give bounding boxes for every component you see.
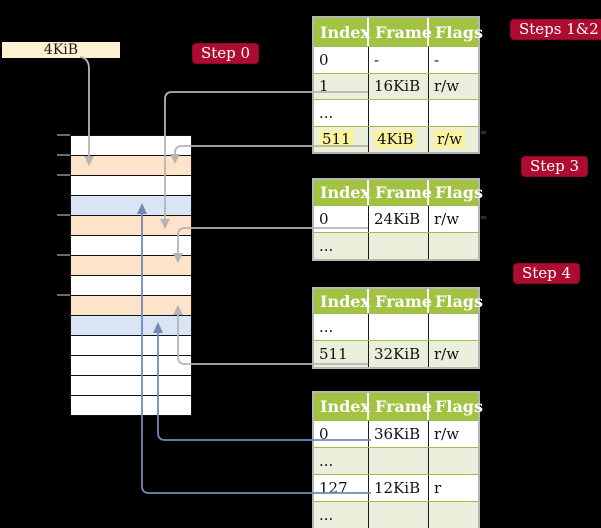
table-header-cell: Frame [369, 18, 432, 46]
step-4-badge: Step 4 [513, 263, 581, 284]
table-cell: 12KiB [369, 475, 429, 501]
table-header-cell: Index [314, 180, 370, 205]
table-row: ... [314, 99, 478, 126]
table-row: ... [314, 232, 478, 259]
table-header-cell: Flags [435, 291, 483, 311]
table-cell: - [434, 50, 440, 69]
steps-1-2-badge: Steps 1&2 [510, 19, 601, 40]
table-header-cell: Index [314, 18, 370, 46]
page-size-label: 4KiB [2, 42, 120, 58]
memory-row-peach [71, 216, 191, 236]
table-cell [429, 100, 478, 126]
highlighted-value: r/w [434, 130, 466, 149]
table-cell: r/w [434, 425, 460, 443]
table-cell: 0 [314, 47, 369, 73]
memory-row-white [71, 396, 191, 415]
table-header-cell: Flags [435, 397, 483, 416]
highlighted-value: 4KiB [374, 130, 417, 149]
table-cell: 16KiB [369, 73, 429, 99]
memory-row-white [71, 376, 191, 396]
table-cell [429, 233, 478, 259]
table-cell: ... [314, 314, 369, 340]
table-cell: - [369, 47, 429, 73]
step-0-badge: Step 0 [192, 43, 260, 64]
table-header-cell: Flags [435, 22, 483, 42]
table-cell: r/w [434, 77, 460, 96]
table-cell: ... [314, 502, 369, 528]
table-row: 0-- [314, 46, 478, 73]
table-cell [369, 233, 429, 259]
memory-row-white [71, 276, 191, 296]
table-header-cell: Index [314, 289, 370, 313]
table-cell [429, 448, 478, 474]
memory-row-white [71, 356, 191, 376]
table-cell: ... [314, 448, 369, 474]
table-cell: 127 [314, 475, 369, 501]
table-header-cell: Index [314, 393, 370, 420]
table-cell: 0 [314, 421, 369, 447]
table-header-cell: Flags [435, 183, 483, 202]
table-cell: ... [314, 100, 369, 126]
table-row: ... [314, 501, 478, 528]
table-header-cell: Frame [369, 180, 432, 205]
table-cell [429, 314, 478, 340]
table-cell [369, 502, 429, 528]
table-cell: r/w [434, 210, 460, 228]
table-cell: r [434, 479, 442, 497]
table-cell: 24KiB [369, 206, 429, 232]
table-cell: 511 [314, 341, 369, 367]
table-cell [369, 448, 429, 474]
table-cell: 1 [314, 73, 369, 99]
memory-row-peach [71, 256, 191, 276]
memory-row-blue [71, 196, 191, 216]
table-header-cell: Frame [369, 393, 432, 420]
memory-row-white [71, 336, 191, 356]
table-cell: r/w [434, 345, 460, 363]
memory-column [70, 135, 192, 416]
memory-row-white [71, 236, 191, 256]
table-row: ... [314, 447, 478, 474]
table-cell: 4KiB [369, 126, 429, 152]
table-cell [369, 314, 429, 340]
table-cell: 32KiB [369, 341, 429, 367]
memory-row-peach [71, 156, 191, 176]
memory-row-white [71, 176, 191, 196]
connector-stub [481, 131, 486, 134]
memory-row-blue [71, 316, 191, 336]
table-cell: r/w [429, 127, 478, 153]
table-cell: 511 [314, 126, 369, 152]
table-cell: ... [314, 233, 369, 259]
table-cell: 0 [314, 206, 369, 232]
table-row: 511 4KiB r/w [314, 125, 478, 153]
table-cell: 36KiB [369, 421, 429, 447]
table-cell [369, 100, 429, 126]
table-cell [429, 502, 478, 528]
memory-row-white [71, 136, 191, 156]
highlighted-value: 511 [319, 130, 354, 149]
step-3-badge: Step 3 [521, 156, 589, 177]
memory-tick-marks [57, 134, 70, 296]
connector-stub [481, 216, 486, 219]
table-row: ... [314, 313, 478, 340]
table-header-cell: Frame [369, 289, 432, 313]
memory-row-peach [71, 296, 191, 316]
